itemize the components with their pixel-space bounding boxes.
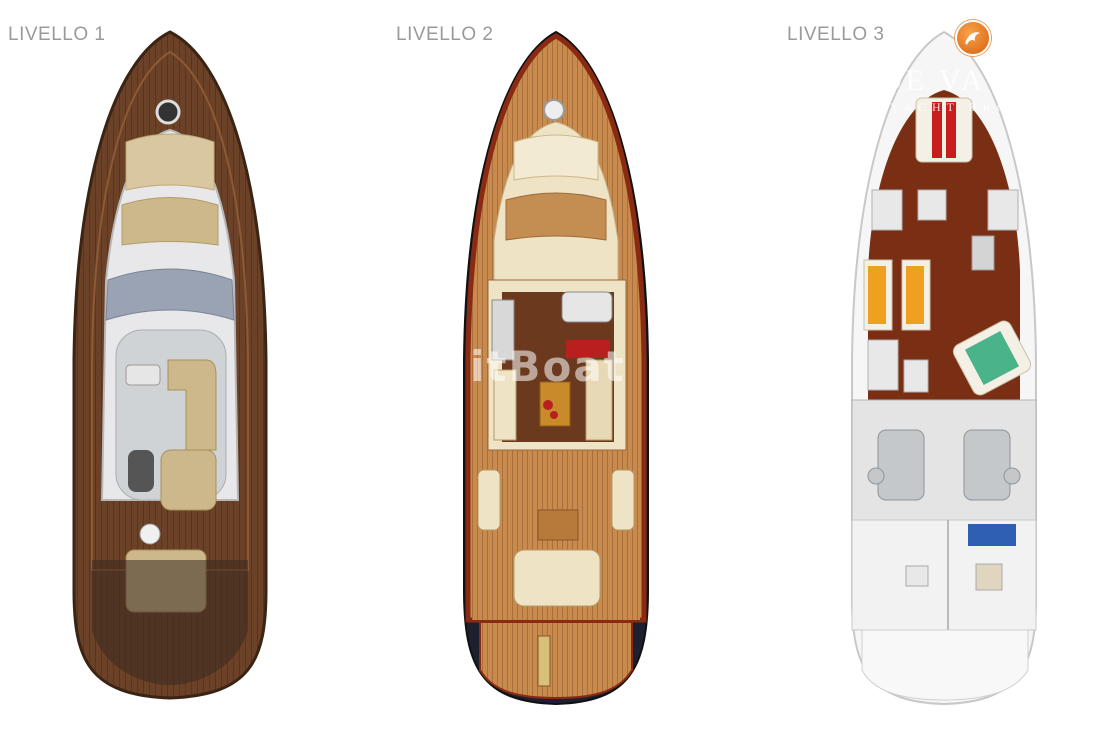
helm-console — [125, 364, 161, 386]
helm — [561, 291, 613, 323]
swim-platform — [479, 621, 633, 700]
level-2-label: LIVELLO 2 — [396, 24, 494, 45]
salon-sofa — [585, 359, 613, 441]
aft-platform — [861, 629, 1029, 701]
brand-name: DE VA — [880, 64, 987, 97]
engine-port — [877, 429, 925, 501]
brand-tagline: YACHT BRO — [890, 100, 1012, 114]
galley-counter — [493, 369, 517, 441]
seahorse-icon — [965, 32, 980, 45]
bow-hatch — [155, 99, 181, 125]
davit-base — [139, 523, 161, 545]
sunpad-rear — [121, 197, 219, 246]
level-2-plan — [463, 30, 649, 706]
bow-berth — [915, 97, 973, 163]
watermark: itBoat — [470, 342, 626, 391]
deck-hatch — [543, 99, 565, 121]
fly-seat — [167, 359, 217, 451]
brand-logo — [955, 20, 991, 56]
engine-starboard — [963, 429, 1011, 501]
head-right — [987, 189, 1019, 231]
level-3-label: LIVELLO 3 — [787, 24, 885, 45]
fly-table — [128, 450, 154, 492]
sunpad — [125, 133, 215, 191]
ladder — [537, 635, 551, 687]
red-seat — [566, 340, 610, 358]
level-3-plan — [851, 30, 1037, 706]
fly-seat-aft — [160, 449, 217, 511]
head-left — [871, 189, 903, 231]
galley-hob — [491, 299, 515, 361]
crew-berth — [968, 524, 1016, 546]
cockpit-table — [537, 509, 579, 541]
level-1-label: LIVELLO 1 — [8, 24, 106, 45]
cockpit-sunpad — [513, 549, 601, 607]
windshield — [105, 268, 235, 321]
level-1-plan — [72, 30, 268, 700]
